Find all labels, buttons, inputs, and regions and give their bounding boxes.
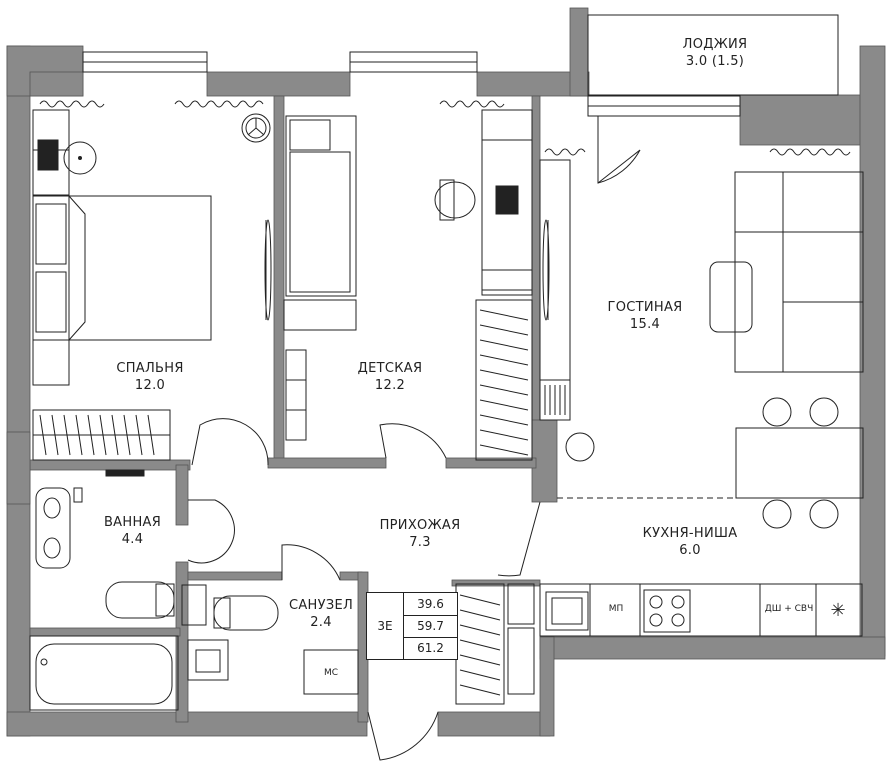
room-loggia-name: ЛОДЖИЯ	[682, 37, 748, 52]
bathtub	[29, 635, 179, 711]
hob	[643, 589, 691, 633]
radiators	[39, 100, 851, 156]
sofa	[734, 171, 864, 373]
room-bedroom: СПАЛЬНЯ 12.0	[95, 360, 205, 394]
room-kitchen: КУХНЯ-НИША 6.0	[625, 525, 755, 559]
room-bathroom-name: ВАННАЯ	[103, 515, 162, 530]
room-kids-area: 12.2	[374, 378, 406, 393]
label-mp: МП	[608, 604, 624, 614]
dining-table	[735, 427, 864, 499]
room-toilet-area: 2.4	[310, 615, 332, 630]
kitchen-counter	[539, 583, 863, 637]
desk-chair	[434, 181, 476, 219]
wall-bath-bottom-sep	[29, 627, 181, 637]
tv-stand	[539, 159, 571, 421]
label-mc: МС	[323, 668, 339, 678]
room-living-area: 15.4	[629, 317, 661, 332]
area-table-value: 39.6	[404, 593, 457, 616]
loggia-frame	[587, 14, 839, 96]
room-hallway-name: ПРИХОЖАЯ	[379, 518, 461, 533]
tv-stand-lines	[544, 385, 566, 415]
area-table-value: 61.2	[417, 641, 444, 655]
room-bedroom-name: СПАЛЬНЯ	[116, 361, 184, 376]
toilet-wc	[213, 595, 279, 631]
extractor-icon: ✳	[830, 600, 845, 621]
room-toilet: САНУЗЕЛ 2.4	[276, 597, 366, 631]
wall-top-mid1	[206, 71, 351, 97]
room-kitchen-area: 6.0	[679, 543, 701, 558]
room-loggia: ЛОДЖИЯ 3.0 (1.5)	[655, 36, 775, 70]
kids-ladder	[285, 349, 307, 441]
wall-kids-living	[531, 95, 541, 427]
wall-loggia-left	[569, 7, 589, 97]
label-dishwasher-microwave: ДШ + СВЧ	[764, 604, 814, 614]
room-kids-name: ДЕТСКАЯ	[357, 361, 423, 376]
wall-right	[859, 45, 886, 657]
kitchen-cabinet-lines	[459, 594, 501, 696]
kids-wardrobe	[475, 299, 533, 461]
bedroom-round-table	[63, 141, 97, 175]
plant-icon	[565, 432, 595, 462]
bed	[32, 195, 212, 341]
wall-kids-bottom2	[445, 457, 537, 469]
wall-right-bottom	[539, 636, 886, 660]
area-table-value: 59.7	[404, 615, 457, 638]
area-table: 3Е 39.6 59.7 61.2	[366, 592, 458, 660]
room-hallway-area: 7.3	[409, 535, 431, 550]
wall-bedroom-bottom	[29, 459, 191, 471]
toilet-bathroom	[105, 581, 175, 619]
wall-right-top	[739, 94, 869, 146]
bathroom-sink	[35, 487, 71, 569]
room-bathroom-area: 4.4	[121, 532, 144, 547]
sink	[545, 591, 589, 631]
room-kids: ДЕТСКАЯ 12.2	[335, 360, 445, 394]
wall-bath-right	[175, 464, 189, 526]
coffee-table	[709, 261, 753, 333]
fan-icon	[241, 113, 271, 143]
area-table-code: 3Е	[367, 593, 404, 659]
wardrobe-hangers	[39, 414, 155, 456]
room-hallway: ПРИХОЖАЯ 7.3	[360, 517, 480, 551]
wall-left	[6, 45, 31, 737]
wall-toilet-top	[187, 571, 283, 581]
wall-hall-right	[451, 579, 541, 587]
washing-machine	[303, 649, 359, 695]
kids-bed	[285, 115, 357, 297]
wall-bed-kids	[273, 95, 285, 467]
room-bathroom: ВАННАЯ 4.4	[85, 514, 180, 548]
room-living-name: ГОСТИНАЯ	[607, 300, 683, 315]
wall-top-left2	[29, 71, 84, 97]
room-bedroom-area: 12.0	[134, 378, 166, 393]
room-toilet-name: САНУЗЕЛ	[288, 598, 354, 613]
wall-bottom-right	[437, 711, 551, 737]
room-kitchen-name: КУХНЯ-НИША	[642, 526, 738, 541]
wall-bottom-right2	[539, 636, 555, 737]
room-loggia-area: 3.0 (1.5)	[685, 54, 745, 69]
wall-kids-bottom	[267, 457, 387, 469]
room-living: ГОСТИНАЯ 15.4	[585, 299, 705, 333]
